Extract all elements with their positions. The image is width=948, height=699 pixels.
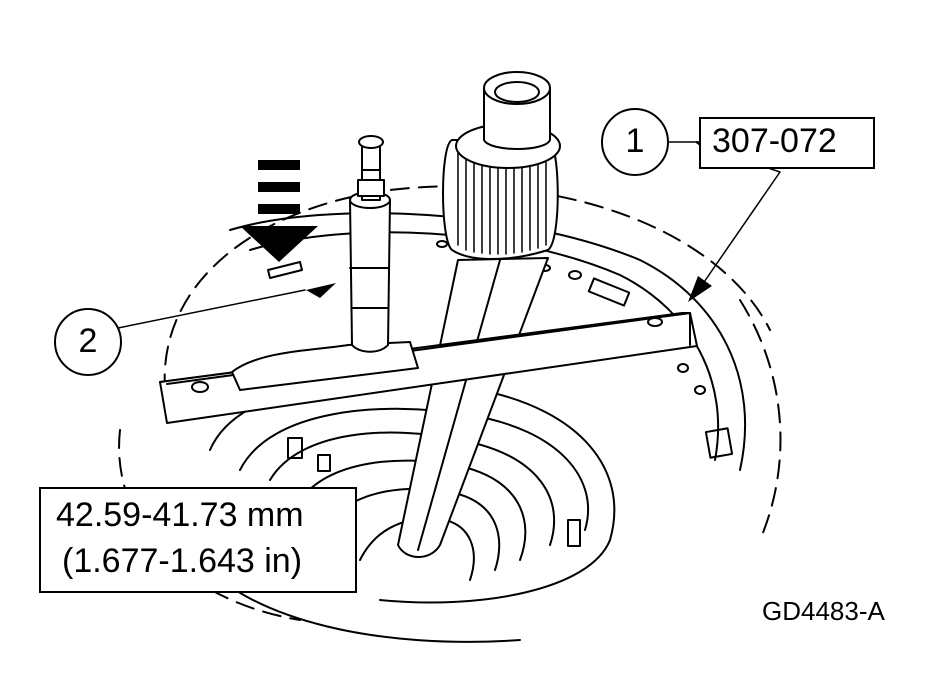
housing-outline-lower — [118, 429, 301, 621]
shaft-pilot-top — [483, 71, 551, 105]
leader-arrow-1 — [688, 276, 712, 302]
housing-outline — [163, 185, 771, 421]
ring-tab — [567, 519, 581, 547]
gauge-hole — [191, 381, 209, 393]
tool-number-box — [699, 117, 875, 169]
depth-gauge-post — [349, 199, 391, 353]
ring-tab — [317, 454, 331, 472]
input-shaft-edge — [417, 259, 501, 551]
spec-metric: 42.59-41.73 mm — [56, 496, 304, 534]
shaft-pilot — [483, 87, 551, 150]
gasket-hole — [568, 270, 582, 280]
specification-box — [39, 487, 357, 593]
gauge-hole — [647, 317, 663, 327]
housing-outline-right — [739, 299, 782, 541]
down-arrow-icon — [240, 160, 318, 262]
gasket-ring-inner — [249, 231, 720, 461]
gasket-slot — [704, 427, 734, 459]
gasket-slot — [267, 261, 303, 279]
leader-arrow-2 — [306, 283, 336, 298]
shaft-spline — [442, 139, 559, 260]
gasket-ring — [229, 212, 747, 471]
callout-number-2: 2 — [78, 322, 98, 360]
spec-imperial: (1.677-1.643 in) — [62, 542, 303, 580]
ring-tab — [287, 437, 303, 459]
gauge-step — [231, 341, 419, 391]
callout-number-1: 1 — [625, 122, 645, 160]
tool-number-label: 307-072 — [712, 122, 837, 160]
gasket-hole — [436, 240, 448, 248]
gasket-slot — [587, 277, 631, 307]
leader-line-2 — [117, 289, 306, 329]
input-shaft — [397, 257, 549, 558]
gasket-hole — [677, 363, 689, 373]
figure-id: GD4483-A — [762, 596, 885, 626]
gasket-hole — [694, 385, 706, 395]
callout-circle-2 — [54, 308, 122, 376]
